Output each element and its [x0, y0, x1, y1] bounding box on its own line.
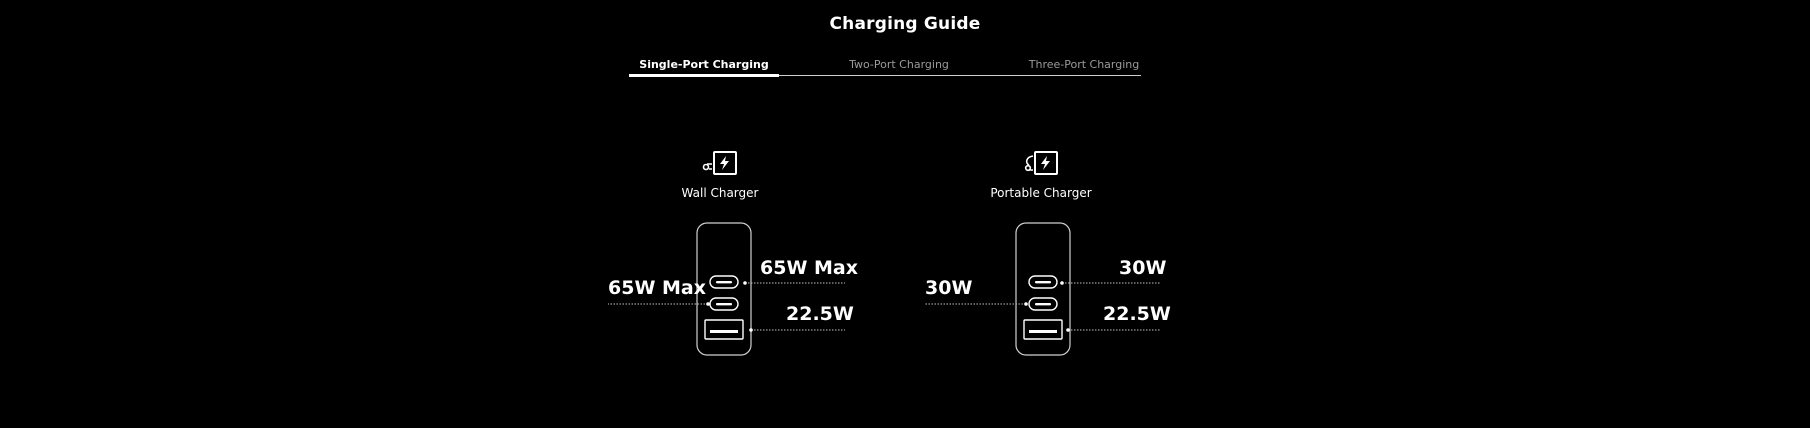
tab-three-port[interactable]: Three-Port Charging — [1028, 58, 1140, 71]
wall-usb-a-wattage: 22.5W — [786, 303, 854, 325]
portable-charger-body — [1015, 222, 1071, 356]
wall-usb-c2-wattage: 65W Max — [608, 277, 706, 299]
wall-usb-a-port — [704, 319, 744, 340]
portable-charger-label: Portable Charger — [990, 186, 1092, 200]
portable-usb-c2-port — [1028, 297, 1058, 311]
active-tab-indicator — [629, 74, 779, 77]
portable-usb-c1-wattage: 30W — [1119, 257, 1167, 279]
tabs-divider — [629, 75, 1141, 76]
tab-single-port[interactable]: Single-Port Charging — [639, 58, 769, 71]
wall-charger-icon — [702, 151, 737, 175]
page-title: Charging Guide — [829, 14, 981, 34]
wall-charger-header: Wall Charger — [620, 150, 820, 200]
wall-charger-label: Wall Charger — [681, 186, 759, 200]
charging-mode-tabs: Single-Port Charging Two-Port Charging T… — [629, 50, 1141, 77]
wall-usb-c1-wattage: 65W Max — [760, 257, 858, 279]
tab-two-port[interactable]: Two-Port Charging — [849, 58, 949, 71]
wall-usb-c2-port — [709, 297, 739, 311]
wall-usb-c1-port — [709, 275, 739, 289]
portable-usb-c1-port — [1028, 275, 1058, 289]
portable-usb-a-port — [1023, 319, 1063, 340]
portable-usb-a-wattage: 22.5W — [1103, 303, 1171, 325]
portable-usb-c2-wattage: 30W — [925, 277, 973, 299]
portable-charger-header: Portable Charger — [941, 150, 1141, 200]
portable-charger-icon — [1024, 151, 1058, 175]
